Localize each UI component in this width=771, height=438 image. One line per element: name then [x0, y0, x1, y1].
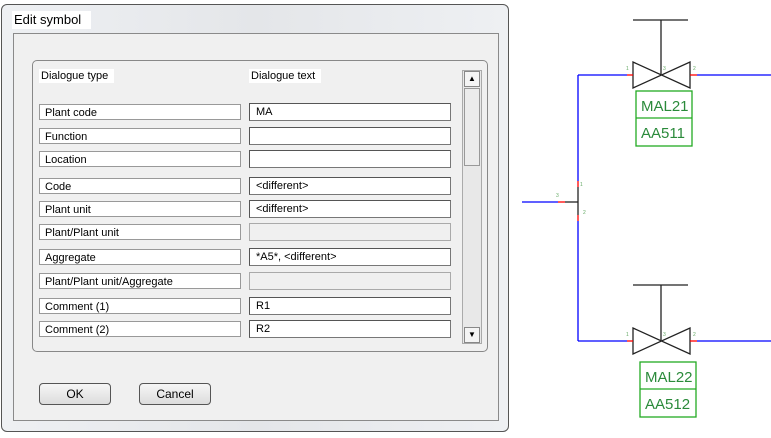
- field-label: Plant/Plant unit/Aggregate: [39, 273, 241, 289]
- header-dialogue-type: Dialogue type: [39, 69, 115, 83]
- dialog-title: Edit symbol: [12, 11, 92, 29]
- field-label: Function: [39, 128, 241, 144]
- scroll-up-button[interactable]: ▲: [464, 71, 480, 87]
- scroll-thumb[interactable]: [464, 88, 480, 166]
- field-input: [249, 223, 451, 241]
- properties-group: Dialogue type Dialogue text Plant code MA…: [32, 60, 488, 352]
- field-label: Plant/Plant unit: [39, 224, 241, 240]
- ok-button[interactable]: OK: [39, 383, 111, 405]
- valve-tag: MAL22: [645, 369, 693, 386]
- field-label: Plant unit: [39, 201, 241, 217]
- field-input: [249, 272, 451, 290]
- pin-label: 2: [583, 210, 586, 216]
- valve-code: AA512: [645, 396, 690, 413]
- field-input[interactable]: R2: [249, 320, 451, 338]
- field-input[interactable]: <different>: [249, 200, 451, 218]
- field-label: Plant code: [39, 104, 241, 120]
- pin-label: 3: [663, 66, 666, 72]
- field-input[interactable]: R1: [249, 297, 451, 315]
- field-input[interactable]: *A5*, <different>: [249, 248, 451, 266]
- field-label: Location: [39, 151, 241, 167]
- edit-symbol-dialog: Edit symbol Dialogue type Dialogue text …: [1, 4, 509, 432]
- dialog-content: Dialogue type Dialogue text Plant code MA…: [13, 33, 499, 421]
- field-input[interactable]: [249, 127, 451, 145]
- valve-body-icon: [632, 326, 691, 356]
- pin-label: 2: [693, 66, 696, 72]
- field-label: Comment (2): [39, 321, 241, 337]
- tag-box: [635, 90, 693, 147]
- pin-label: 1: [580, 182, 583, 188]
- cancel-button[interactable]: Cancel: [139, 383, 211, 405]
- valve-body-icon: [632, 60, 691, 90]
- valve-tag: MAL21: [641, 98, 689, 115]
- pin-label: 1: [626, 332, 629, 338]
- pin-label: 3: [556, 193, 559, 199]
- field-label: Aggregate: [39, 249, 241, 265]
- field-label: Code: [39, 178, 241, 194]
- field-label: Comment (1): [39, 298, 241, 314]
- field-input[interactable]: <different>: [249, 177, 451, 195]
- pin-label: 3: [663, 332, 666, 338]
- pin-label: 1: [626, 66, 629, 72]
- field-input[interactable]: MA: [249, 103, 451, 121]
- header-dialogue-text: Dialogue text: [249, 69, 322, 83]
- field-input[interactable]: [249, 150, 451, 168]
- pin-label: 2: [693, 332, 696, 338]
- scroll-down-button[interactable]: ▼: [464, 327, 480, 343]
- scrollbar[interactable]: ▲ ▼: [462, 70, 482, 344]
- tag-box: [639, 361, 697, 418]
- valve-code: AA511: [641, 125, 685, 142]
